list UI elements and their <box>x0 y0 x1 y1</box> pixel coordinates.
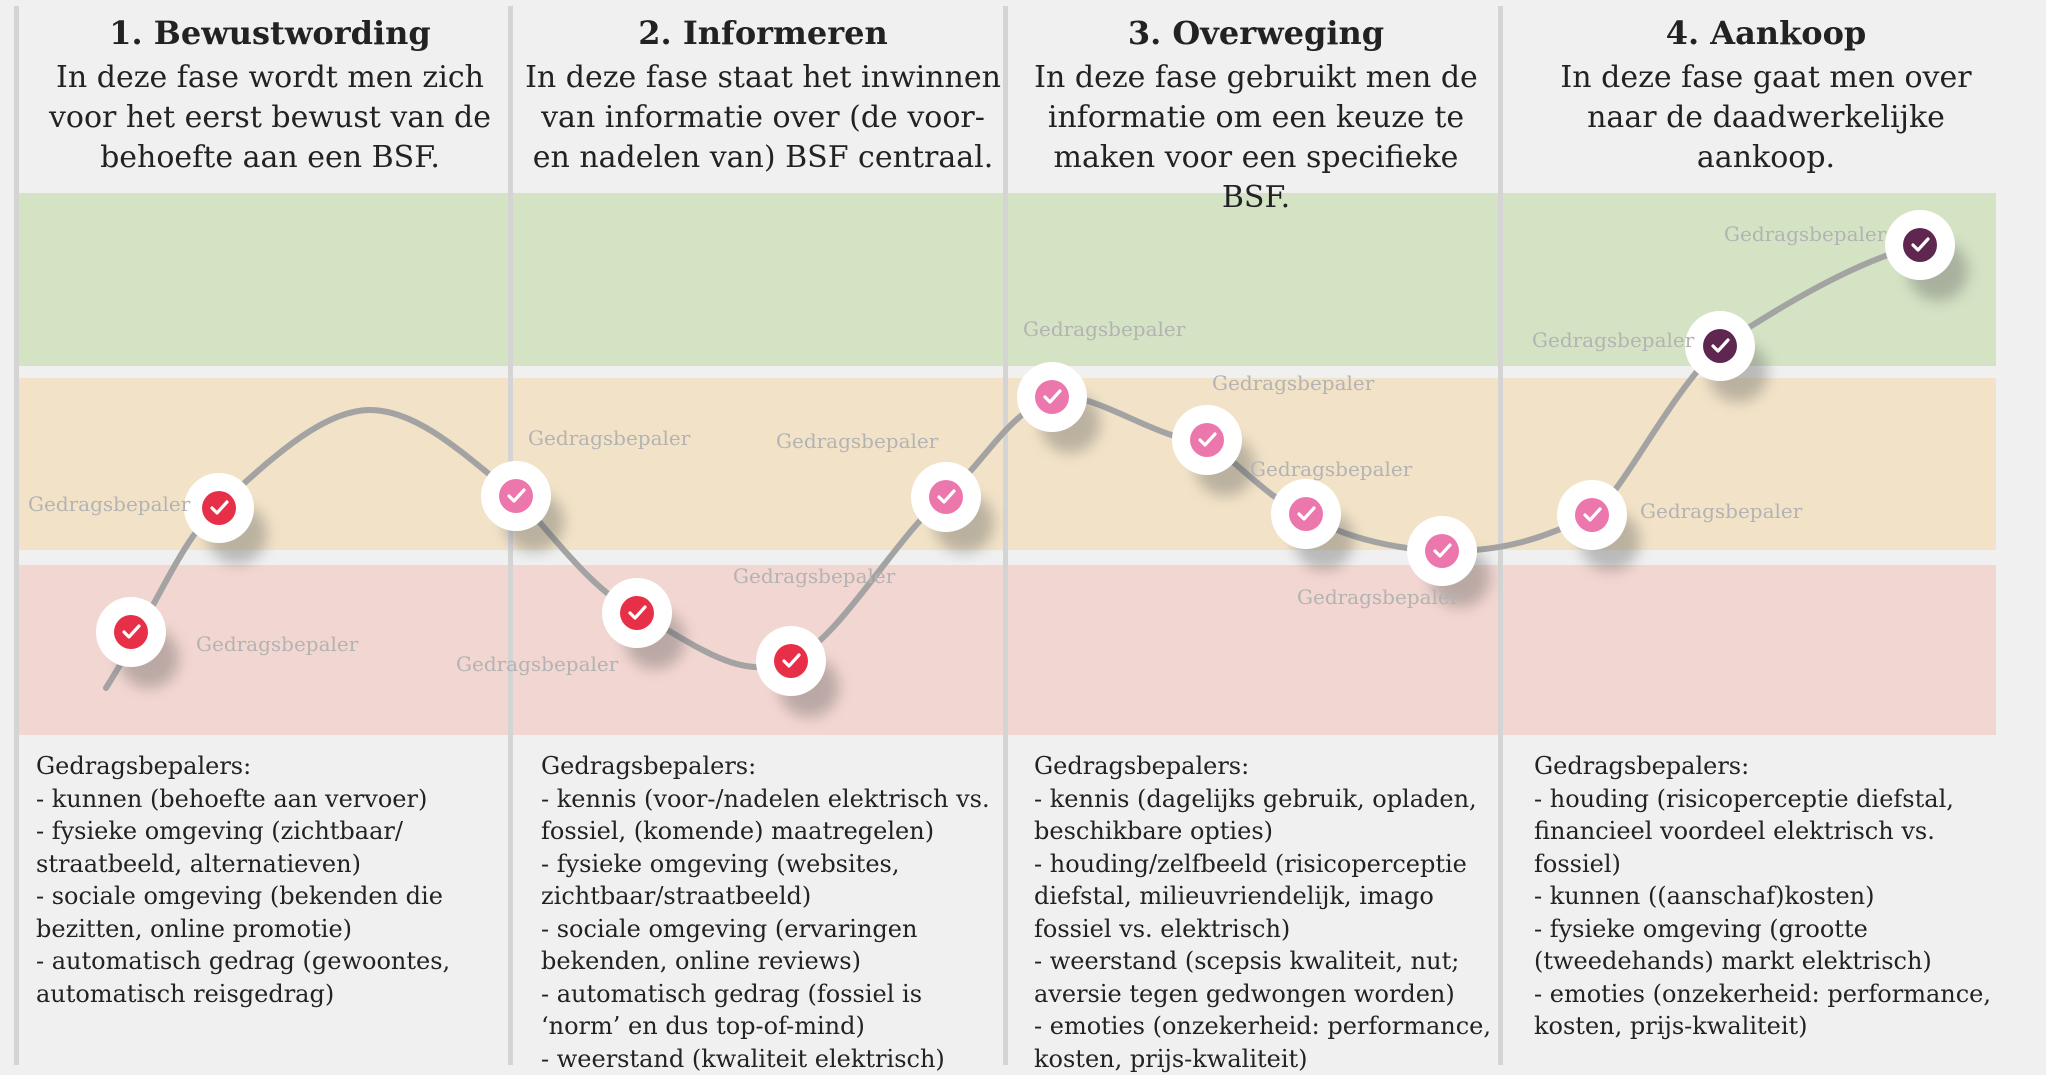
gedragsbepaler-label: Gedragsbepaler <box>1297 585 1460 609</box>
gedragsbepaler-label: Gedragsbepaler <box>456 652 619 676</box>
behavior-marker <box>1172 405 1255 496</box>
journey-curve <box>106 245 1920 688</box>
behavior-marker <box>96 597 179 688</box>
gedragsbepaler-label: Gedragsbepaler <box>733 564 896 588</box>
gedragsbepaler-label: Gedragsbepaler <box>1640 499 1803 523</box>
gedragsbepaler-label: Gedragsbepaler <box>196 632 359 656</box>
behavior-marker <box>1017 362 1100 453</box>
gedragsbepaler-label: Gedragsbepaler <box>1724 222 1887 246</box>
behavior-marker <box>911 462 994 553</box>
behavior-marker <box>481 461 564 552</box>
behavior-marker <box>184 473 267 564</box>
gedragsbepaler-label: Gedragsbepaler <box>776 429 939 453</box>
gedragsbepaler-label: Gedragsbepaler <box>528 426 691 450</box>
gedragsbepaler-label: Gedragsbepaler <box>28 492 191 516</box>
gedragsbepaler-label: Gedragsbepaler <box>1532 328 1695 352</box>
behavior-marker <box>1557 480 1640 571</box>
behavior-marker <box>1271 479 1354 570</box>
behavior-marker <box>1885 210 1968 301</box>
behavior-marker <box>756 626 839 717</box>
gedragsbepaler-label: Gedragsbepaler <box>1250 457 1413 481</box>
gedragsbepaler-label: Gedragsbepaler <box>1023 317 1186 341</box>
gedragsbepaler-label: Gedragsbepaler <box>1212 371 1375 395</box>
